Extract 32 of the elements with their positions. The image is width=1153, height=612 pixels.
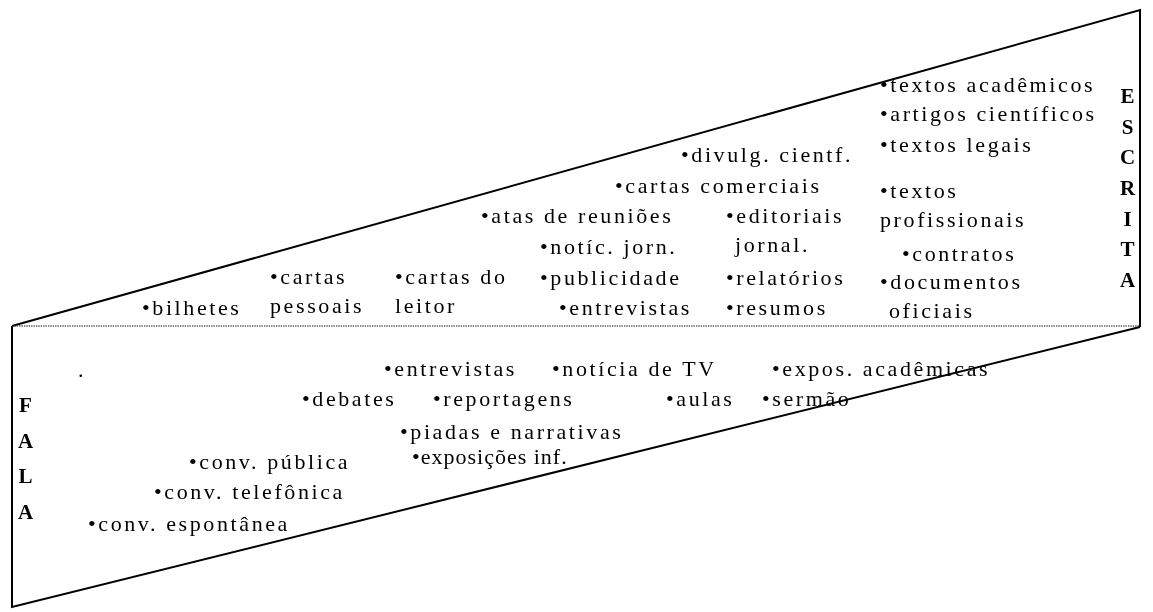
genre-label: •editoriais jornal. [726, 202, 846, 259]
genre-label: •entrevistas [559, 294, 692, 322]
genre-label: •conv. telefônica [154, 478, 345, 506]
genre-label: •cartas pessoais [270, 263, 366, 320]
genre-label: •relatórios [726, 264, 846, 292]
band-heading: FALA [16, 392, 35, 527]
genre-label: •cartas do leitor [395, 263, 509, 320]
genre-label: •bilhetes [142, 294, 242, 322]
genre-label: •conv. pública [189, 448, 351, 476]
band-heading: ESCRITA [1118, 83, 1137, 294]
genre-label: •entrevistas [384, 355, 517, 383]
genre-label: •notícia de TV [552, 355, 717, 383]
genre-label: •publicidade [540, 264, 682, 292]
genre-label: •resumos [726, 294, 828, 322]
genre-label: •artigos científicos [880, 100, 1097, 128]
genre-label: •reportagens [433, 385, 575, 413]
stray-dot: . [78, 356, 87, 384]
genre-label: •documentos oficiais [880, 268, 1024, 325]
genre-label: •debates [302, 385, 397, 413]
genre-label: •atas de reuniões [481, 202, 674, 230]
genre-label: •exposições inf. [412, 444, 568, 471]
genre-label: •divulg. cientf. [681, 141, 854, 169]
genre-label: •textos acadêmicos [880, 71, 1096, 99]
genre-label: •aulas [666, 385, 735, 413]
genre-label: •textos profissionais [880, 177, 1028, 234]
genre-label: •sermão [762, 385, 852, 413]
genre-label: •cartas comerciais [615, 172, 822, 200]
genre-label: •textos legais [880, 131, 1034, 159]
genre-label: •notíc. jorn. [540, 233, 678, 261]
genre-label: •conv. espontânea [88, 510, 290, 538]
genre-label: •piadas e narrativas [400, 418, 624, 446]
genre-label: •contratos [902, 240, 1017, 268]
